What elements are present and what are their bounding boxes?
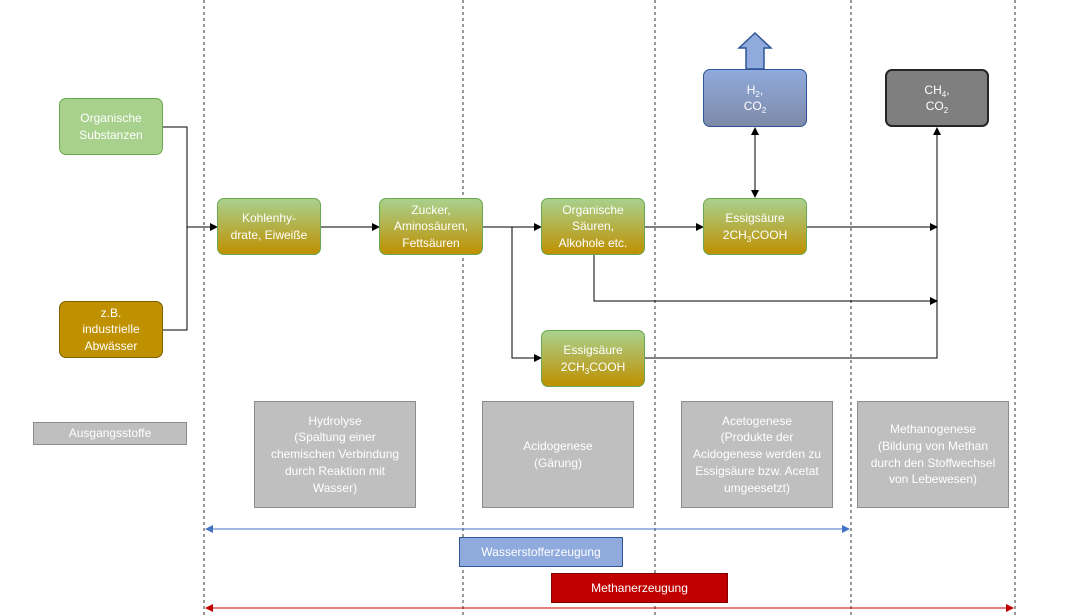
phase-text: (Gärung) — [533, 455, 582, 470]
node-kohlenhydrate: Kohlenhy- drate, Eiweiße — [217, 198, 321, 255]
band-text: Wasserstofferzeugung — [481, 545, 601, 559]
phase-text: (Bildung von Methan — [877, 438, 989, 453]
band-methanerzeugung: Methanerzeugung — [551, 573, 728, 603]
node-zucker: Zucker, Aminosäuren, Fettsäuren — [379, 198, 483, 255]
node-text: Säuren, — [571, 219, 615, 234]
node-h2-co2: H2, CO2 — [703, 69, 807, 127]
formula-text: CH4, — [924, 82, 950, 99]
phase-text: chemischen Verbindung — [270, 447, 400, 462]
node-text: Organische — [80, 111, 142, 126]
phase-text: Acetogenese — [721, 413, 793, 428]
band-text: Methanerzeugung — [591, 581, 688, 595]
phase-text: (Produkte der — [720, 430, 794, 445]
phase-methanogenese: Methanogenese (Bildung von Methan durch … — [857, 401, 1009, 508]
formula-subscript: 3 — [584, 366, 590, 376]
node-text: Fettsäuren — [402, 235, 460, 250]
phase-acetogenese: Acetogenese (Produkte der Acidogenese we… — [681, 401, 833, 508]
phase-text: Hydrolyse — [308, 413, 362, 428]
phase-acidogenese: Acidogenese (Gärung) — [482, 401, 634, 508]
phase-text: Acidogenese — [523, 438, 593, 453]
node-ch4-co2: CH4, CO2 — [885, 69, 989, 127]
node-essigsaeure-bottom: Essigsäure 2CH3COOH — [541, 330, 645, 387]
phase-separators — [203, 0, 1016, 616]
formula-part: COOH — [589, 359, 626, 374]
formula-subscript: 4 — [941, 89, 947, 99]
phase-text: Ausgangsstoffe — [68, 426, 152, 441]
formula-text: 2CH3COOH — [560, 359, 626, 376]
formula-part: , — [946, 82, 950, 97]
formula-part: CH — [924, 82, 942, 97]
formula-text: 2CH3COOH — [722, 227, 788, 244]
phase-text: Essigsäure bzw. Acetat — [695, 463, 819, 478]
formula-part: COOH — [751, 227, 788, 242]
phase-hydrolyse: Hydrolyse (Spaltung einer chemischen Ver… — [254, 401, 416, 508]
node-organische-substanzen: Organische Substanzen — [59, 98, 163, 155]
phase-text: von Lebewesen) — [888, 472, 978, 487]
node-abwaesser: z.B. industrielle Abwässer — [59, 301, 163, 358]
phase-text: (Spaltung einer — [294, 430, 376, 445]
phase-text: umgeesetzt) — [723, 480, 791, 495]
node-text: Aminosäuren, — [393, 219, 469, 234]
node-essigsaeure-top: Essigsäure 2CH3COOH — [703, 198, 807, 255]
formula-part: 2CH — [560, 359, 585, 374]
node-text: Essigsäure — [563, 343, 623, 358]
node-text: Substanzen — [79, 127, 143, 142]
phase-text: durch den Stoffwechsel — [870, 455, 996, 470]
band-wasserstofferzeugung: Wasserstofferzeugung — [459, 537, 623, 567]
formula-text: CO2 — [743, 98, 767, 115]
phase-text: Wasser) — [312, 480, 358, 495]
formula-text: H2, — [744, 82, 766, 99]
node-text: industrielle — [82, 322, 140, 337]
node-organische-saeuren: Organische Säuren, Alkohole etc. — [541, 198, 645, 255]
phase-text: Methanogenese — [889, 421, 977, 436]
formula-subscript: 2 — [943, 106, 949, 115]
formula-subscript: 2 — [761, 106, 767, 115]
formula-part: 2CH — [722, 227, 747, 242]
phase-text: Acidogenese werden zu — [692, 447, 822, 462]
formula-part: , — [759, 82, 764, 97]
node-text: Essigsäure — [725, 211, 785, 226]
formula-part: H — [746, 82, 756, 97]
phase-ausgangsstoffe: Ausgangsstoffe — [33, 422, 187, 445]
node-text: Abwässer — [84, 338, 138, 353]
node-text: drate, Eiweiße — [230, 227, 308, 242]
node-text: z.B. — [100, 306, 122, 321]
formula-part: CO — [925, 99, 944, 113]
formula-subscript: 3 — [746, 234, 752, 244]
node-text: Kohlenhy- — [241, 211, 297, 226]
node-text: Organische — [562, 203, 624, 218]
formula-part: CO — [743, 99, 762, 113]
node-text: Alkohole etc. — [558, 235, 628, 250]
formula-text: CO2 — [924, 98, 949, 115]
flow-connectors — [163, 126, 941, 362]
phase-text: durch Reaktion mit — [284, 463, 386, 478]
gas-release-arrow — [737, 31, 773, 70]
formula-subscript: 2 — [755, 89, 760, 99]
node-text: Zucker, — [411, 203, 451, 218]
